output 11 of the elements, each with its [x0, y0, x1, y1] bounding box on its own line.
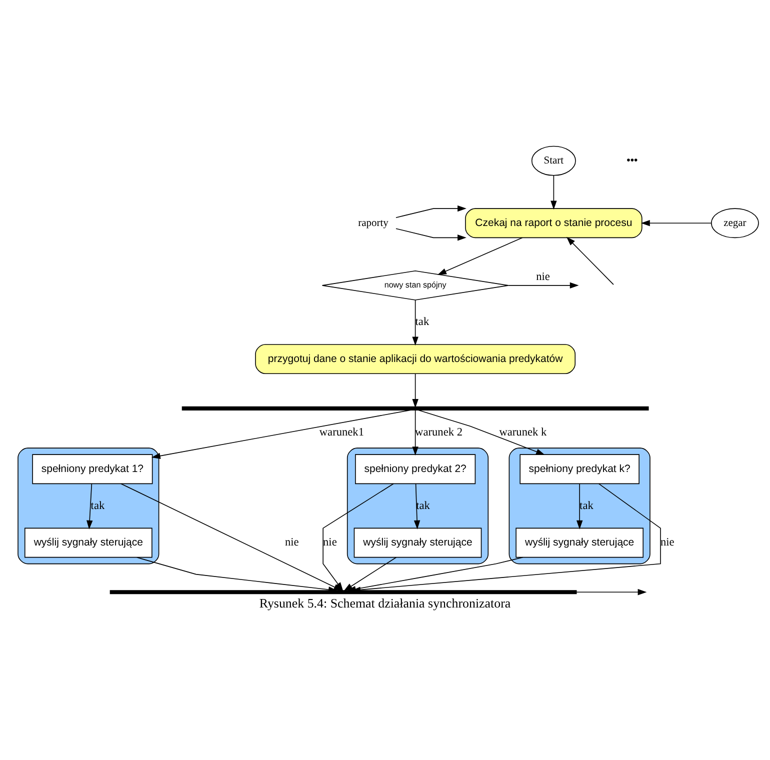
edge-label: nie [285, 536, 299, 548]
node-text: raporty [358, 217, 388, 228]
edge-label: tak [415, 316, 430, 328]
caption: Rysunek 5.4: Schemat działania synchronizatora [259, 594, 511, 610]
label: ••• [626, 154, 638, 166]
edge-label: nie [536, 270, 550, 282]
edge-label: tak [90, 499, 105, 512]
edge-label: tak [580, 499, 594, 512]
edge-label: warunek k [499, 426, 547, 438]
edge-label: warunek 2 [415, 426, 463, 438]
edge-label: warunek1 [319, 426, 364, 438]
